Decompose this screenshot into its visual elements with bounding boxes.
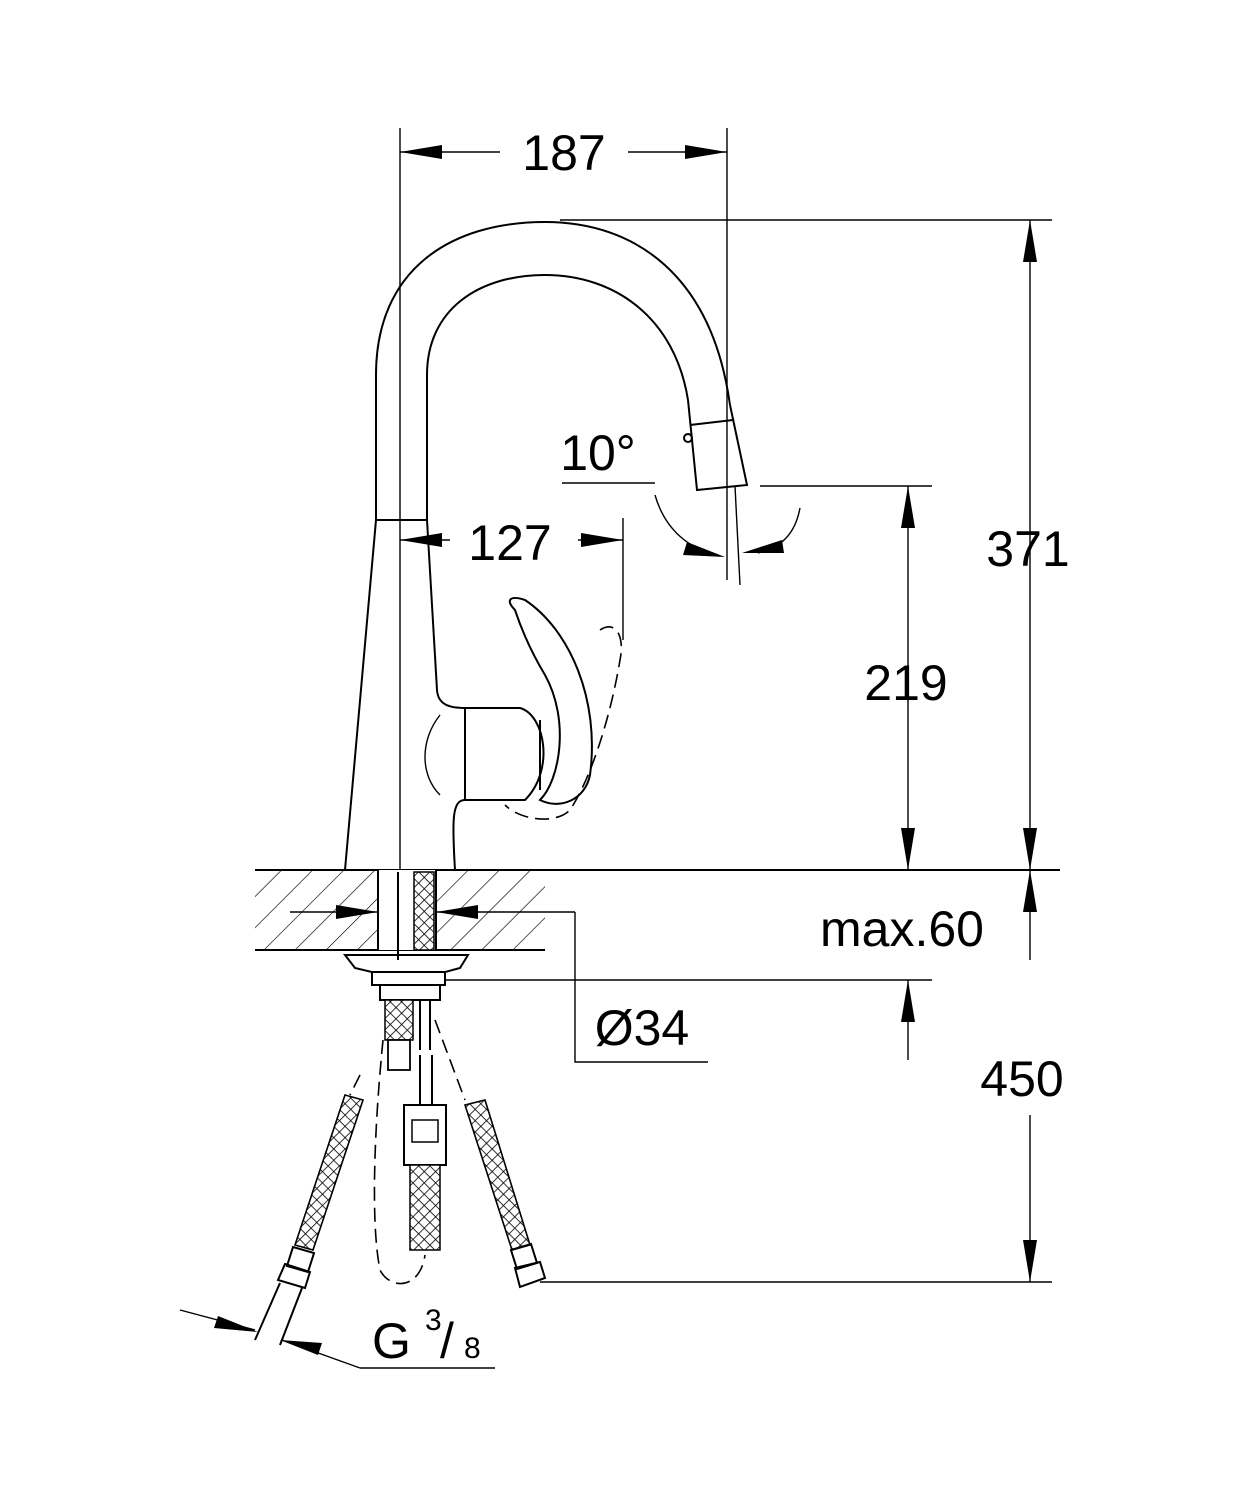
- countertop: [255, 869, 1060, 986]
- dim-thread-numerator: 3: [425, 1304, 442, 1337]
- dia-leader: [574, 912, 708, 1063]
- left-hose-tail-r: [279, 1287, 303, 1346]
- counterweight-spring: [409, 1164, 441, 1251]
- spout-outer-curve: [375, 220, 731, 520]
- dim-lever-reach: 127: [468, 515, 551, 571]
- spray-head-joint: [689, 419, 734, 426]
- central-coupler-top: [387, 1039, 411, 1071]
- spray-head: [687, 399, 749, 492]
- dim-total-height: 371: [986, 521, 1069, 577]
- dim-max-deck: max.60: [820, 901, 984, 957]
- connector-logo: [411, 1119, 439, 1143]
- spray-button-icon: [683, 433, 693, 443]
- lever-alt-position: [504, 626, 622, 820]
- threaded-rod: [413, 871, 435, 951]
- left-supply-hose: [254, 1074, 365, 1346]
- dim-swivel-angle: 10°: [560, 425, 636, 481]
- hoses: [254, 985, 547, 1346]
- dim-thread-denominator: 8: [464, 1332, 481, 1365]
- dim-spout-reach: 187: [522, 125, 605, 181]
- dim-hole-diameter: Ø34: [595, 1000, 690, 1056]
- dimension-lines: [179, 128, 1052, 1369]
- right-supply-hose: [434, 1019, 547, 1289]
- dim-hose-length: 450: [980, 1051, 1063, 1107]
- angle-line: [734, 485, 741, 586]
- dim-thread-g: G: [372, 1313, 411, 1369]
- body-left-edge: [344, 519, 377, 871]
- spout-inner-curve: [426, 273, 689, 520]
- central-spring: [384, 999, 414, 1041]
- faucet-body: [344, 220, 749, 871]
- housing-back-arc: [424, 714, 441, 796]
- dim-thread-slash: /: [440, 1313, 454, 1369]
- mounting-nut: [342, 954, 470, 986]
- body-right-edge: [426, 519, 466, 871]
- lever-housing: [464, 707, 545, 801]
- hose-manifold: [379, 985, 441, 1001]
- left-hose-tail-l: [254, 1282, 281, 1341]
- dim-aerator-height: 219: [864, 655, 947, 711]
- lever-handle: [508, 597, 593, 805]
